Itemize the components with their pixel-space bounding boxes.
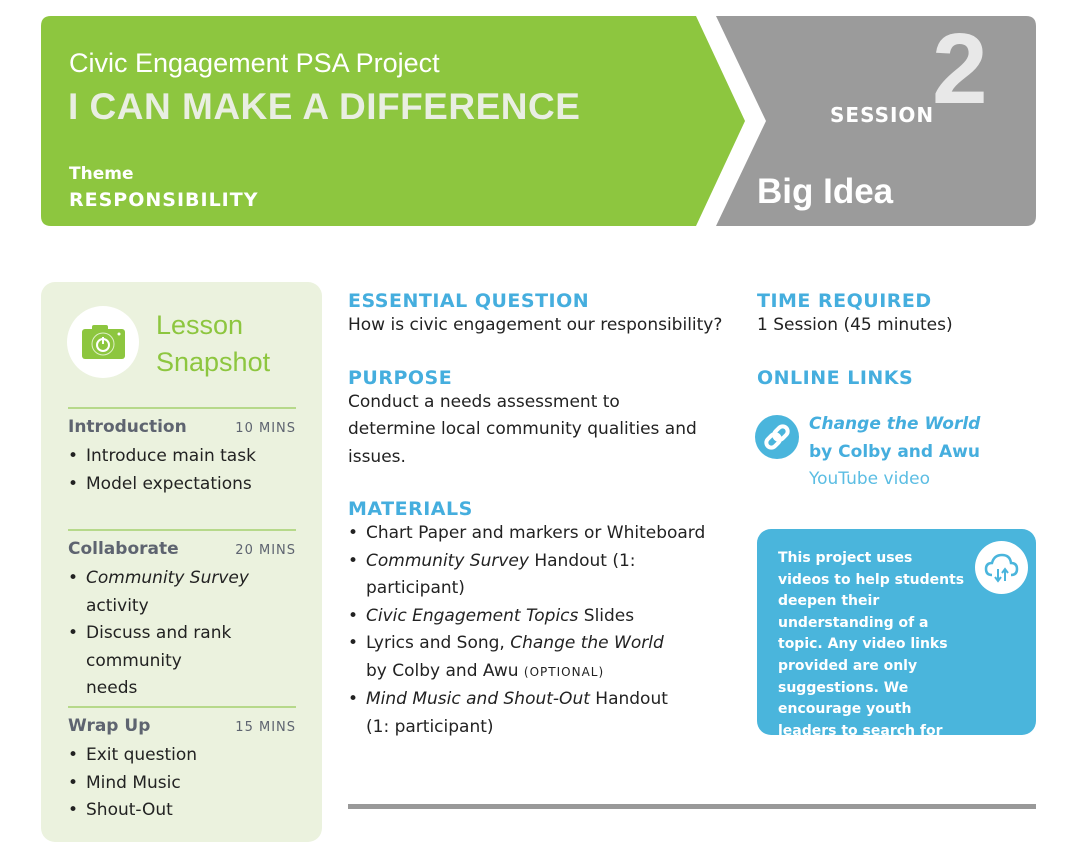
purpose-text: Conduct a needs assessment to determine … <box>348 391 697 467</box>
time-required-heading: TIME REQUIRED <box>757 290 932 312</box>
list-item: Exit question <box>68 742 296 770</box>
list-item: Community Survey Handout (1: participant… <box>348 548 728 603</box>
list-item: Chart Paper and markers or Whiteboard <box>348 520 728 548</box>
essential-question-text: How is civic engagement our responsibili… <box>348 315 723 335</box>
list-item: Mind Music and Shout-Out Handout (1: par… <box>348 686 668 741</box>
cloud-sync-icon <box>975 541 1028 594</box>
time-required-text: 1 Session (45 minutes) <box>757 315 953 335</box>
materials-list: Chart Paper and markers or Whiteboard Co… <box>348 520 728 741</box>
bottom-divider <box>348 804 1036 809</box>
session-panel <box>716 16 1036 226</box>
theme-value: RESPONSIBILITY <box>69 189 259 211</box>
theme-label: Theme <box>69 164 134 184</box>
video-note-box: This project uses videos to help student… <box>757 529 1036 804</box>
header-banner <box>41 16 1036 226</box>
page-title: I CAN MAKE A DIFFERENCE <box>68 86 581 127</box>
title-panel <box>41 16 745 226</box>
materials-heading: MATERIALS <box>348 498 473 520</box>
link-icon <box>755 415 799 459</box>
list-item: Mind Music <box>68 770 296 798</box>
list-item: Civic Engagement Topics Slides <box>348 603 728 631</box>
project-subtitle: Civic Engagement PSA Project <box>69 48 440 78</box>
essential-question-heading: ESSENTIAL QUESTION <box>348 290 590 312</box>
session-label: SESSION <box>830 103 935 127</box>
list-item: Model expectations <box>68 471 296 499</box>
list-item: Shout-Out <box>68 797 296 825</box>
camera-power-icon <box>67 306 139 378</box>
list-item: Discuss and rank community needs <box>68 620 238 703</box>
session-number: 2 <box>932 13 988 125</box>
list-item: Community Survey activity <box>68 565 296 620</box>
list-item: Lyrics and Song, Change the World by Col… <box>348 630 668 686</box>
list-item: Introduce main task <box>68 443 296 471</box>
big-idea: Big Idea <box>757 172 894 211</box>
online-links-heading: ONLINE LINKS <box>757 366 914 389</box>
online-link[interactable]: Change the World by Colby and Awu YouTub… <box>809 414 981 489</box>
purpose-heading: PURPOSE <box>348 366 453 389</box>
